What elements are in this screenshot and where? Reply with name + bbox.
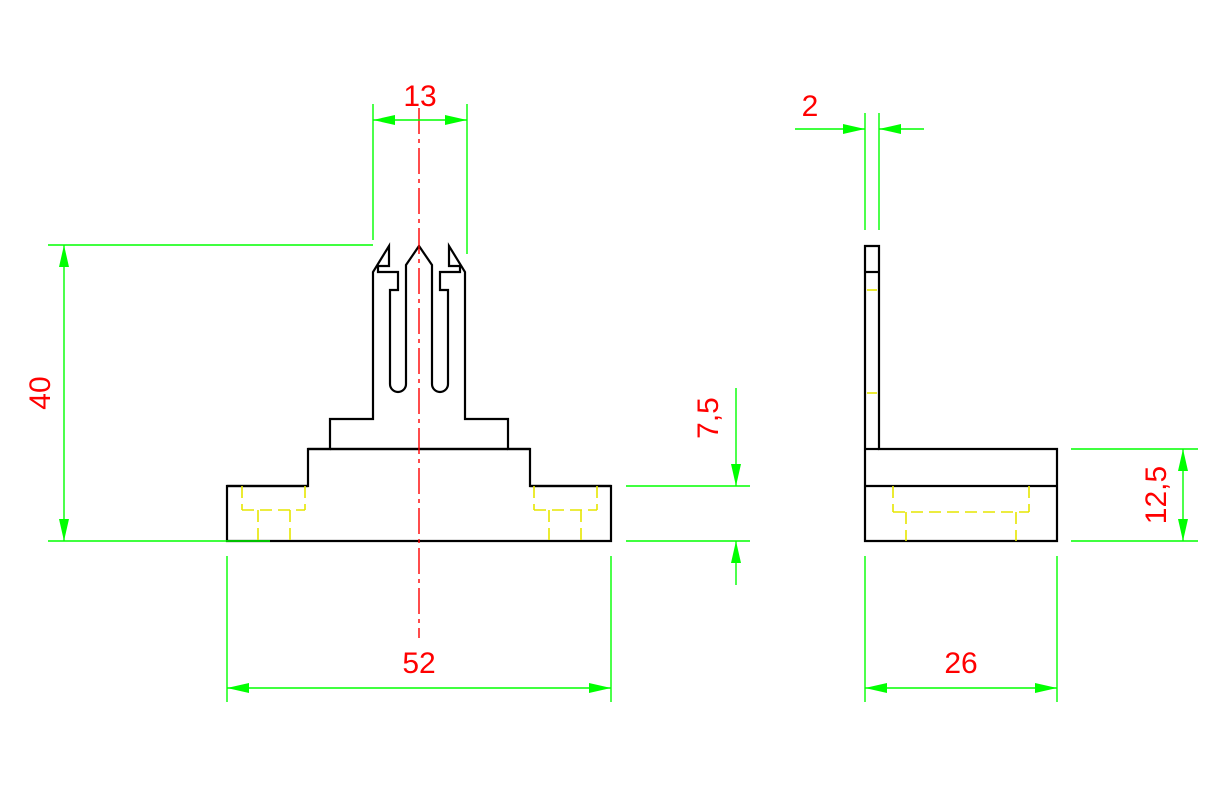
dimension-52-text: 52 <box>402 647 435 680</box>
front-view-outline <box>225 242 613 543</box>
dimension-40-text: 40 <box>24 376 57 409</box>
front-hidden-right <box>533 486 598 541</box>
dimension-7-5-text: 7,5 <box>692 397 725 439</box>
side-hidden-pocket <box>892 486 1030 541</box>
dimension-52: 52 <box>226 556 612 702</box>
front-hidden-left <box>241 486 306 541</box>
dimension-12-5-text: 12,5 <box>1140 466 1173 524</box>
dimension-26-text: 26 <box>944 647 977 680</box>
dimension-2-text: 2 <box>802 90 819 123</box>
side-view <box>863 244 1059 543</box>
dimension-40: 40 <box>24 244 373 542</box>
dimension-13-text: 13 <box>403 80 436 113</box>
dimension-2: 2 <box>795 90 924 230</box>
front-view <box>225 108 613 638</box>
dimension-12-5: 12,5 <box>1071 448 1198 542</box>
dimension-13: 13 <box>372 80 468 254</box>
dimension-26: 26 <box>864 556 1058 702</box>
dimension-7-5: 7,5 <box>626 388 750 585</box>
